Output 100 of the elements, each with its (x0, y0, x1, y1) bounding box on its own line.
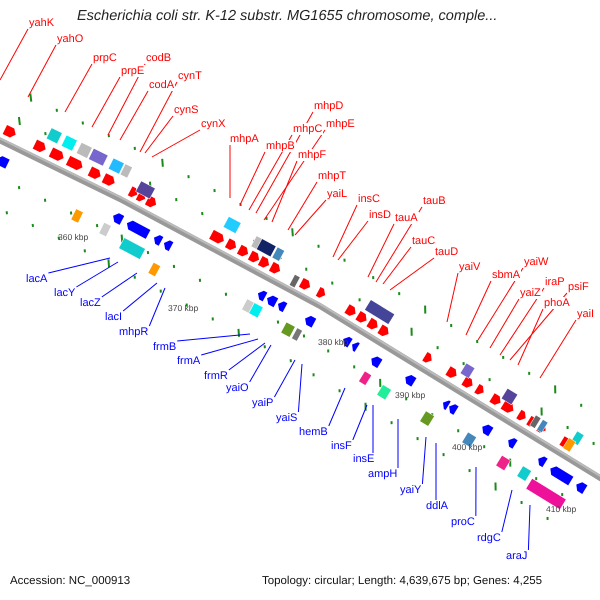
leader-line (478, 268, 524, 340)
gene-label: frmA (176, 355, 202, 367)
leader-line (332, 204, 358, 258)
leader-line (352, 404, 368, 440)
gene-label: mhpD (313, 100, 344, 112)
gene-label: yaiI (576, 308, 596, 320)
gene-label: iraP (544, 276, 566, 288)
leader-line (368, 224, 394, 278)
gene-label: mhpF (297, 149, 328, 161)
gene-label: mhpR (118, 326, 150, 338)
gene-label: hemB (298, 426, 329, 438)
scale-label: 410 kbp (546, 503, 576, 515)
footer-text: Topology: circular; Length: 4,639,675 bp; Genes: 4,255 (262, 575, 542, 587)
leader-line (338, 220, 368, 260)
gene-label: mhpB (265, 140, 296, 152)
leader-line (249, 344, 272, 382)
leader-line (422, 436, 426, 484)
leader-line (288, 182, 318, 230)
leader-line (446, 272, 458, 322)
gene-label: yaiO (225, 382, 250, 394)
gene-label: frmR (203, 370, 229, 382)
leader-line (294, 200, 326, 236)
gene-label: proC (450, 516, 476, 528)
gene-label: mhpA (229, 133, 260, 145)
leader-line (152, 130, 200, 158)
gene-label: insC (357, 193, 382, 205)
gene-label: codA (148, 79, 176, 91)
gene-label: lacY (53, 287, 76, 299)
gene-label: mhpE (325, 118, 356, 130)
gene-label: ampH (367, 468, 398, 480)
leader-line (148, 288, 166, 326)
gene-label: cynX (200, 118, 226, 130)
leader-line (274, 360, 296, 398)
gene-label: frmB (152, 341, 178, 353)
gene-label: phoA (543, 297, 571, 309)
gene-label: mhpC (292, 123, 324, 135)
gene-label: yaiY (399, 484, 422, 496)
leader-line (92, 76, 120, 128)
leader-line (64, 64, 92, 112)
leader-line (248, 134, 292, 210)
leader-line (390, 258, 434, 290)
leader-line (122, 282, 158, 312)
gene-label: araJ (505, 550, 528, 562)
scale-label: 400 kbp (452, 441, 482, 453)
gene-label: sbmA (491, 269, 522, 281)
gene-label: mhpT (317, 170, 348, 182)
leader-line (76, 262, 118, 288)
leader-line (200, 338, 258, 356)
scale-label: 370 kbp (168, 302, 198, 314)
leader-line (382, 246, 412, 284)
gene-label: tauC (411, 235, 436, 247)
leader-line (490, 298, 520, 348)
leader-line (500, 288, 544, 356)
scale-label: 360 kbp (58, 231, 88, 243)
leader-line (120, 90, 148, 140)
map-title: Escherichia coli str. K-12 substr. MG1655 chromosome, comple... (77, 8, 498, 25)
leader-line (0, 28, 28, 80)
gene-label: yaiZ (519, 287, 542, 299)
leader-line (101, 272, 138, 298)
gene-label: yahO (56, 33, 84, 45)
gene-label: lacZ (79, 297, 102, 309)
leader-line (228, 342, 266, 370)
leader-line (144, 116, 174, 154)
leader-line (28, 44, 56, 98)
gene-label: psiF (567, 281, 590, 293)
leader-line (140, 82, 178, 152)
leader-line (540, 320, 576, 378)
gene-label: prpE (120, 65, 146, 77)
footer-text: Accession: NC_000913 (10, 575, 130, 587)
gene-label: tauB (422, 195, 447, 207)
gene-label: tauD (434, 246, 460, 258)
gene-label: cynS (173, 104, 200, 116)
gene-label: lacI (104, 311, 124, 323)
gene-label: lacA (25, 273, 48, 285)
leader-line (475, 466, 476, 516)
gene-label: prpC (92, 52, 118, 64)
leader-line (272, 160, 298, 222)
leader-line (298, 364, 302, 412)
gene-label: codB (145, 52, 172, 64)
gene-label: ddlA (425, 500, 450, 512)
gene-label: insE (352, 453, 376, 465)
leader-line (264, 130, 326, 220)
gene-label: yaiP (251, 397, 274, 409)
leader-line (176, 334, 250, 342)
gene-label: rdgC (476, 532, 502, 544)
leader-line (528, 504, 530, 550)
leader-line (501, 490, 512, 532)
gene-label: yaiV (458, 261, 482, 273)
gene-label: insD (368, 209, 392, 221)
gene-label: yahK (28, 17, 56, 29)
gene-label: yaiW (523, 256, 550, 268)
gene-label: cynT (177, 70, 203, 82)
gene-label: yaiL (326, 188, 348, 200)
leader-line (240, 152, 266, 206)
scale-label: 390 kbp (395, 389, 426, 401)
gene-label: yaiS (275, 412, 298, 424)
leader-line (372, 404, 374, 454)
gene-label: insF (330, 440, 353, 452)
gene-label: tauA (394, 212, 419, 224)
leader-line (466, 280, 492, 336)
